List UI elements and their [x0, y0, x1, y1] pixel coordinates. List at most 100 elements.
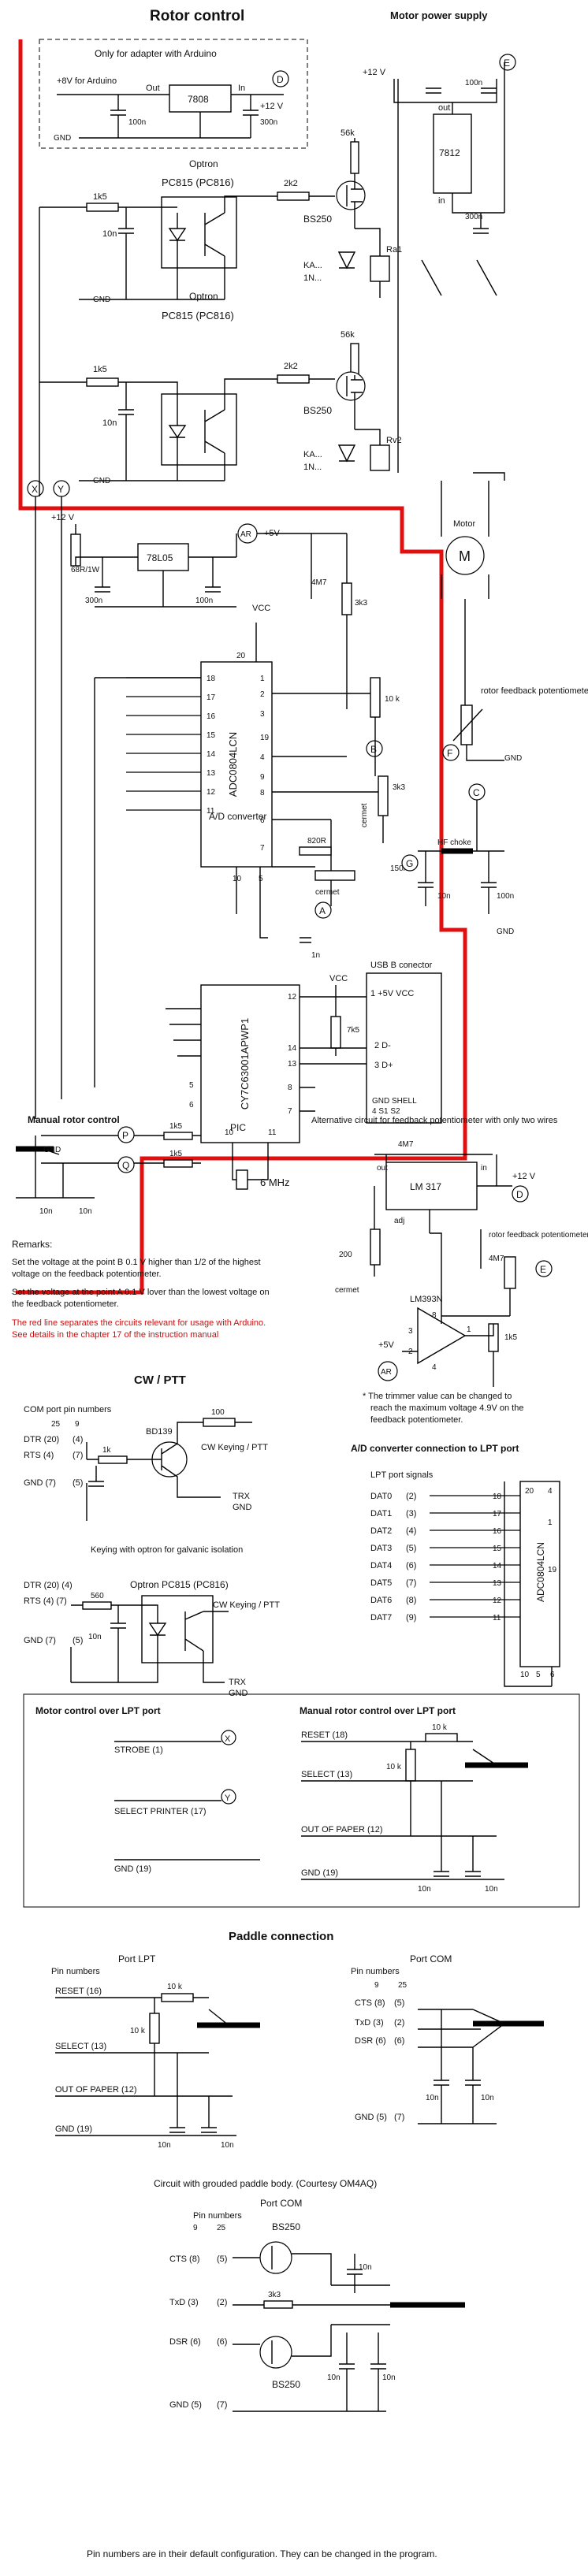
- lpt-gnd2: GND (19): [301, 1868, 338, 1878]
- usb-r7k5: 7k5: [347, 1026, 360, 1035]
- grounded-c1: 10n: [359, 2263, 372, 2272]
- fet2-label: BS250: [303, 405, 332, 416]
- grounded-gnd: GND (5): [169, 2400, 202, 2410]
- grounded-cts: CTS (8): [169, 2254, 200, 2264]
- cw-gnd: GND (7): [24, 1478, 56, 1488]
- svg-text:Y: Y: [58, 484, 64, 495]
- alt-r200: 200: [339, 1251, 352, 1259]
- paddle-dsr: DSR (6): [355, 2036, 386, 2046]
- pic-pin: 12: [288, 993, 297, 1002]
- lpt-pin-20: 20: [525, 1487, 534, 1496]
- usb-gnd-shell: GND SHELL: [372, 1097, 417, 1106]
- paddle-txd: TxD (3): [355, 2018, 384, 2028]
- paddle-c2: 10n: [221, 2141, 234, 2150]
- usb-pin1: 1 +5V VCC: [370, 989, 414, 998]
- adc-pin-left: 14: [207, 750, 216, 759]
- paddle-reset: RESET (16): [55, 1987, 102, 1996]
- fet2-body: [336, 371, 366, 401]
- cw-optron-part: Optron PC815 (PC816): [130, 1579, 229, 1590]
- alt-point-e-marker: E: [535, 1260, 553, 1277]
- lpt-signal-name: DAT5: [370, 1578, 392, 1588]
- cw-com-pins: COM port pin numbers: [24, 1405, 112, 1414]
- adc-c10n: 10n: [437, 892, 451, 901]
- pic-pin: 7: [288, 1107, 292, 1116]
- adc-pin-left: 11: [207, 807, 215, 816]
- svg-text:AR: AR: [240, 530, 251, 539]
- alt-point-ar-marker: AR: [378, 1361, 398, 1381]
- grounded-cts25: (5): [217, 2254, 227, 2264]
- regulator-7812-in: in: [438, 196, 445, 206]
- adc-r10k: 10 k: [385, 695, 400, 704]
- paddle-com-gnd25: (7): [394, 2113, 404, 2122]
- grounded-pin-numbers: Pin numbers: [193, 2211, 242, 2221]
- cw-trx2-gnd: GND: [229, 1689, 248, 1698]
- adc-c100n-b: 100n: [497, 892, 514, 901]
- lpt-signal-pin: 11: [493, 1614, 501, 1623]
- cw-dtr2: DTR (20) (4): [24, 1581, 73, 1590]
- lpt-signal-num: (7): [406, 1578, 416, 1588]
- paddle-r10k: 10 k: [167, 1983, 183, 1991]
- point-q-marker: Q: [117, 1156, 135, 1173]
- svg-text:X: X: [32, 484, 38, 495]
- paddle-pin-numbers: Pin numbers: [51, 1967, 100, 1976]
- adc-r3k3: 3k3: [355, 599, 368, 608]
- lpt-select: SELECT PRINTER (17): [114, 1807, 207, 1816]
- optron1-r2k2: 2k2: [284, 179, 298, 188]
- lpt-pin-1: 1: [548, 1518, 553, 1527]
- adc-pin-right: 8: [260, 789, 265, 797]
- adc-pin-right: 7: [260, 844, 265, 853]
- lpt-reset: RESET (18): [301, 1730, 348, 1740]
- regulator-78l05: [137, 543, 189, 571]
- cw-pin-25: 25: [51, 1420, 61, 1429]
- motor-symbol: [445, 536, 485, 575]
- adc-pin-10: 10: [233, 875, 242, 883]
- svg-text:G: G: [406, 858, 413, 869]
- adc-pin-right: 19: [260, 734, 270, 742]
- regulator-7812-label: 7812: [439, 147, 460, 158]
- grounded-dsr25: (6): [217, 2337, 227, 2347]
- pic-pin: 10: [225, 1128, 234, 1137]
- lpt-adc-subtitle: LPT port signals: [370, 1470, 434, 1480]
- regulator-7808-label: 7808: [188, 94, 209, 105]
- rotor-control-title: Rotor control: [150, 8, 244, 24]
- pic-pin: 5: [189, 1081, 194, 1090]
- adc-pin-right: 9: [260, 773, 265, 782]
- optron2-body: [161, 393, 237, 466]
- lpt-signal-num: (8): [406, 1596, 416, 1605]
- paddle-com-title: Port COM: [410, 1953, 452, 1965]
- fet2-r56k: 56k: [341, 330, 355, 340]
- cw-r1k: 1k: [102, 1446, 112, 1455]
- lpt-signal-name: DAT2: [370, 1526, 392, 1536]
- svg-text:A: A: [319, 905, 326, 916]
- relay2: [370, 444, 390, 471]
- arduino-8v-label: +8V for Arduino: [57, 76, 117, 86]
- svg-text:E: E: [540, 1264, 546, 1275]
- adc-c4m7: 4M7: [311, 578, 327, 587]
- lpt-signal-num: (6): [406, 1561, 416, 1571]
- grounded-fet2-body: [259, 2336, 292, 2369]
- lpt-c2: 10n: [485, 1885, 498, 1894]
- lpt-signal-name: DAT4: [370, 1561, 392, 1571]
- lpt-signal-num: (2): [406, 1492, 416, 1501]
- motor-m: M: [459, 548, 471, 564]
- adc-r820r: 820R: [307, 837, 326, 846]
- adc-chip: [200, 661, 273, 868]
- relay1-label: Ra1: [386, 245, 402, 255]
- optron1-label: Optron: [189, 158, 218, 169]
- lpt-pin-10: 10: [520, 1671, 530, 1679]
- fet1-r56k: 56k: [341, 128, 355, 138]
- svg-text:Q: Q: [122, 1160, 129, 1171]
- cw-dtr: DTR (20): [24, 1435, 59, 1444]
- paddle-c1: 10n: [158, 2141, 171, 2150]
- motor-supply-12v: +12 V: [363, 68, 386, 77]
- usb-gnd-pins: 4 S1 S2: [372, 1107, 400, 1116]
- alt-c4m7-b: 4M7: [489, 1255, 504, 1263]
- usb-title: USB B conector: [370, 961, 433, 970]
- lpt-point-x-marker: X: [221, 1730, 236, 1745]
- lpt-signal-name: DAT0: [370, 1492, 392, 1501]
- arduino-adapter-box: [39, 39, 308, 149]
- adc-r68r: 68R/1W: [71, 566, 100, 574]
- manual-gnd: GND: [43, 1146, 61, 1154]
- lpt-signal-name: DAT7: [370, 1613, 392, 1623]
